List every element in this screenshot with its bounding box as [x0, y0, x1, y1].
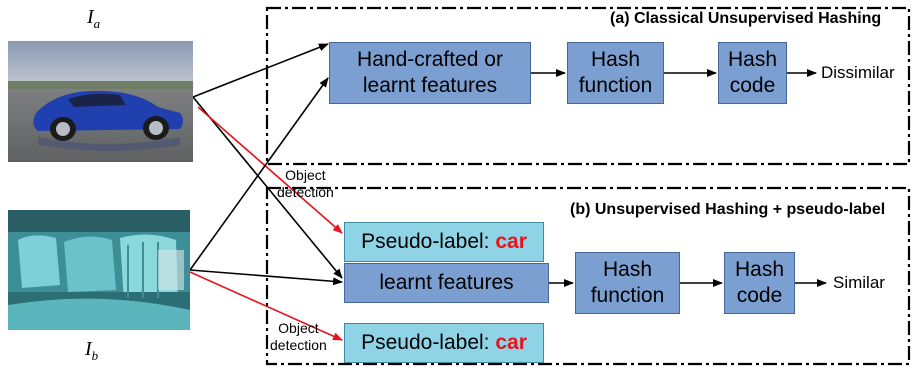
object-detection-b-line2: detection	[270, 337, 327, 353]
arrow-a-to-learnt	[192, 96, 343, 279]
arrow-b-to-learnt	[189, 269, 343, 286]
image-a-label: Ia	[87, 6, 101, 31]
section-a-title: (a) Classical Unsupervised Hashing	[610, 10, 882, 27]
object-detection-label-a: Object detection	[277, 167, 334, 201]
hash-function-box-a: Hash function	[567, 42, 664, 104]
pseudo-label-box-a: Pseudo-label: car	[344, 222, 544, 262]
pseudo-label-box-b: Pseudo-label: car	[344, 323, 544, 363]
object-detection-b-line1: Object	[278, 320, 319, 336]
image-b-label: Ib	[85, 338, 99, 363]
hash-code-a-line1: Hash	[727, 48, 778, 71]
image-b-interior-photo	[8, 210, 190, 330]
arrow-a-to-features	[192, 43, 329, 98]
learnt-features-b-text: learnt features	[379, 271, 514, 294]
section-a-frame	[265, 6, 911, 166]
features-box-a: Hand-crafted or learnt features	[329, 42, 531, 104]
object-detection-a-line1: Object	[285, 167, 326, 183]
hash-function-b-line2: function	[590, 284, 665, 307]
learnt-features-box-b: learnt features	[344, 263, 549, 303]
image-a-car-photo	[8, 41, 193, 162]
pseudo-label-b-prefix: Pseudo-label:	[361, 331, 490, 354]
arrow-b-to-pseudo	[189, 271, 343, 341]
hash-code-box-a: Hash code	[718, 42, 787, 104]
features-a-line2: learnt features	[362, 74, 498, 97]
hash-code-box-b: Hash code	[724, 252, 795, 314]
output-similar: Similar	[833, 273, 885, 292]
hash-function-a-line2: function	[578, 74, 653, 97]
hash-code-b-line2: code	[736, 284, 783, 307]
pseudo-label-a-value: car	[495, 230, 527, 253]
section-b-title: (b) Unsupervised Hashing + pseudo-label	[570, 201, 886, 218]
pseudo-label-b-value: car	[495, 331, 527, 354]
hash-function-a-line1: Hash	[590, 48, 641, 71]
features-a-line1: Hand-crafted or	[357, 48, 503, 71]
hash-code-b-line1: Hash	[734, 258, 785, 281]
object-detection-a-line2: detection	[277, 184, 334, 200]
hash-code-a-line2: code	[729, 74, 776, 97]
pseudo-label-a-prefix: Pseudo-label:	[361, 230, 490, 253]
output-dissimilar: Dissimilar	[821, 63, 895, 82]
hash-function-box-b: Hash function	[575, 252, 680, 314]
object-detection-label-b: Object detection	[270, 320, 327, 354]
arrow-a-to-pseudo	[197, 106, 343, 234]
hash-function-b-line1: Hash	[602, 258, 653, 281]
section-b-frame	[265, 186, 911, 366]
arrow-b-to-features	[189, 77, 329, 271]
